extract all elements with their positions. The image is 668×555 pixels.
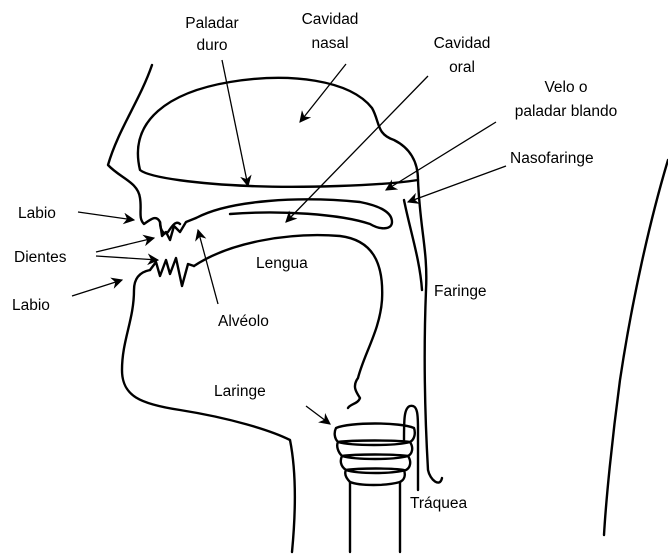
label-alveolo: Alvéolo (218, 313, 269, 330)
lower-teeth (150, 258, 194, 286)
face-profile-upper (108, 65, 180, 233)
label-cavidad-oral-1: Cavidad (434, 35, 491, 52)
labels: Paladar duro Cavidad nasal Cavidad oral … (12, 11, 617, 512)
arrow-alveolo (198, 230, 218, 304)
label-paladar-duro-2: duro (196, 37, 227, 54)
label-labio-inferior: Labio (12, 297, 50, 314)
label-cavidad-nasal-1: Cavidad (302, 11, 359, 28)
anatomy-outline (108, 65, 668, 552)
label-dientes: Dientes (14, 249, 67, 266)
label-traquea: Tráquea (410, 495, 468, 512)
arrows (72, 60, 506, 424)
label-cavidad-oral-2: oral (449, 59, 475, 76)
label-nasofaringe: Nasofaringe (510, 150, 594, 167)
arrow-velo (386, 122, 496, 190)
arrow-labio-superior (78, 212, 134, 220)
nasal-cavity-outline (138, 78, 418, 187)
nasopharynx-line (404, 200, 422, 290)
arrow-cavidad-nasal (300, 64, 346, 122)
label-velo-2: paladar blando (515, 103, 618, 120)
label-lengua: Lengua (256, 255, 308, 272)
label-paladar-duro-1: Paladar (185, 15, 238, 32)
arrow-dientes-lower (96, 256, 158, 260)
label-faringe: Faringe (434, 283, 487, 300)
larynx-rings (335, 424, 415, 486)
face-profile-lower (122, 270, 295, 552)
arrow-nasofaringe (408, 166, 506, 202)
back-of-neck (604, 160, 668, 535)
label-labio-superior: Labio (18, 205, 56, 222)
label-cavidad-nasal-2: nasal (311, 35, 348, 52)
arrow-dientes-upper (96, 238, 154, 252)
pharynx-wall (418, 180, 442, 483)
arrow-labio-inferior (72, 280, 122, 296)
label-laringe: Laringe (214, 383, 266, 400)
arrow-laringe (306, 406, 330, 424)
upper-teeth (160, 218, 196, 240)
label-velo-1: Velo o (544, 79, 587, 96)
